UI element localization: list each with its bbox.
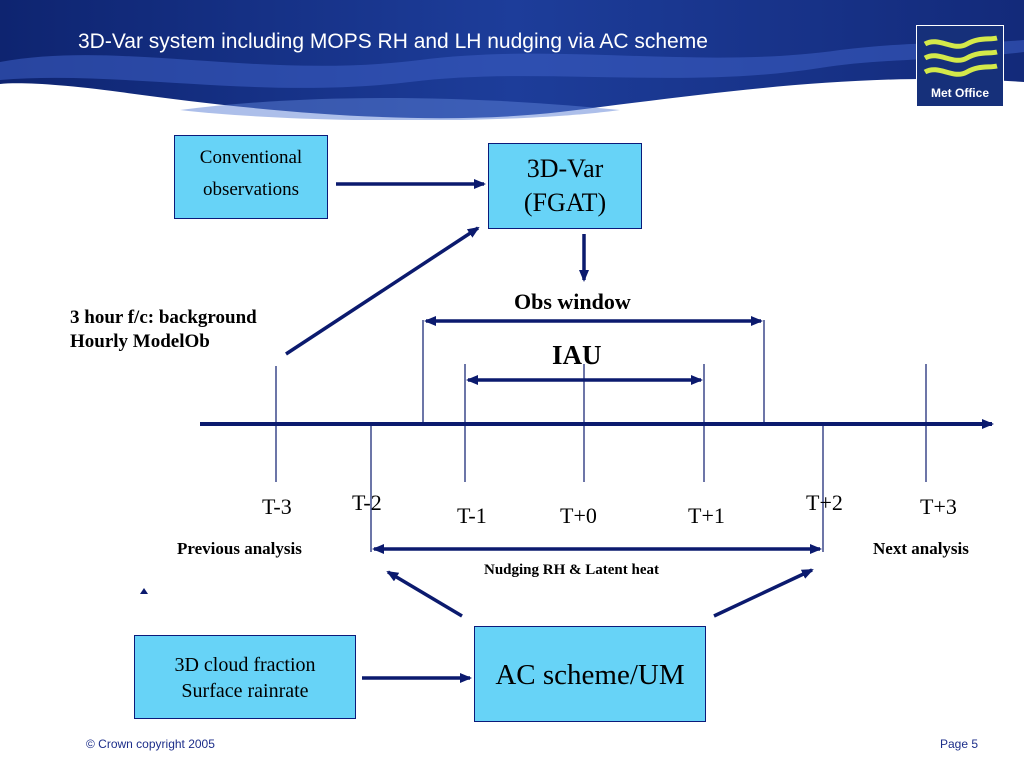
previous-analysis-label: Previous analysis [177, 539, 302, 558]
page-number: Page 5 [940, 737, 979, 751]
background-label: 3 hour f/c: background Hourly ModelOb [70, 306, 257, 354]
ac-to-nudging-right-arrow [713, 568, 814, 618]
tick-label-t-1: T-1 [457, 503, 487, 528]
waves-logo-icon [923, 35, 998, 77]
3dvar-line1: 3D-Var [526, 154, 604, 183]
tick-label-t3: T+3 [920, 494, 957, 519]
3dvar-line2: (FGAT) [523, 188, 607, 217]
iau-label: IAU [552, 340, 602, 370]
copyright-text: © Crown copyright 2005 [86, 737, 215, 751]
conventional-line2: observations [202, 179, 300, 200]
ac-scheme-box: AC scheme/UM [474, 626, 706, 722]
tick-label-t1: T+1 [688, 503, 725, 528]
tick-label-t0: T+0 [560, 503, 597, 528]
met-office-logo: Met Office [916, 25, 1004, 107]
logo-text: Met Office [930, 86, 989, 100]
tick-label-t-2: T-2 [352, 490, 382, 515]
tick-label-t-3: T-3 [262, 494, 292, 519]
cloud-fraction-line: 3D cloud fraction [174, 654, 316, 676]
small-triangle-icon [140, 588, 148, 594]
ac-to-nudging-left-arrow [386, 570, 463, 618]
tick-label-t2: T+2 [806, 490, 843, 515]
next-analysis-label: Next analysis [873, 539, 969, 558]
slide-title: 3D-Var system including MOPS RH and LH n… [78, 30, 708, 53]
background-line1: 3 hour f/c: background [70, 307, 257, 328]
cloud-rainrate-box: 3D cloud fraction Surface rainrate [134, 635, 356, 719]
header-banner: 3D-Var system including MOPS RH and LH n… [0, 0, 1024, 120]
ac-scheme-label: AC scheme/UM [495, 659, 685, 691]
conventional-line1: Conventional [199, 147, 303, 168]
background-line2: Hourly ModelOb [70, 331, 210, 352]
conventional-observations-box: Conventional observations [174, 135, 328, 219]
nudging-label: Nudging RH & Latent heat [484, 562, 660, 578]
obs-window-label: Obs window [514, 289, 631, 314]
3dvar-fgat-box: 3D-Var (FGAT) [488, 143, 642, 229]
surface-rainrate-line: Surface rainrate [181, 680, 309, 702]
background-to-3dvar-arrow [285, 226, 480, 356]
header-wave-graphic [0, 0, 1024, 120]
